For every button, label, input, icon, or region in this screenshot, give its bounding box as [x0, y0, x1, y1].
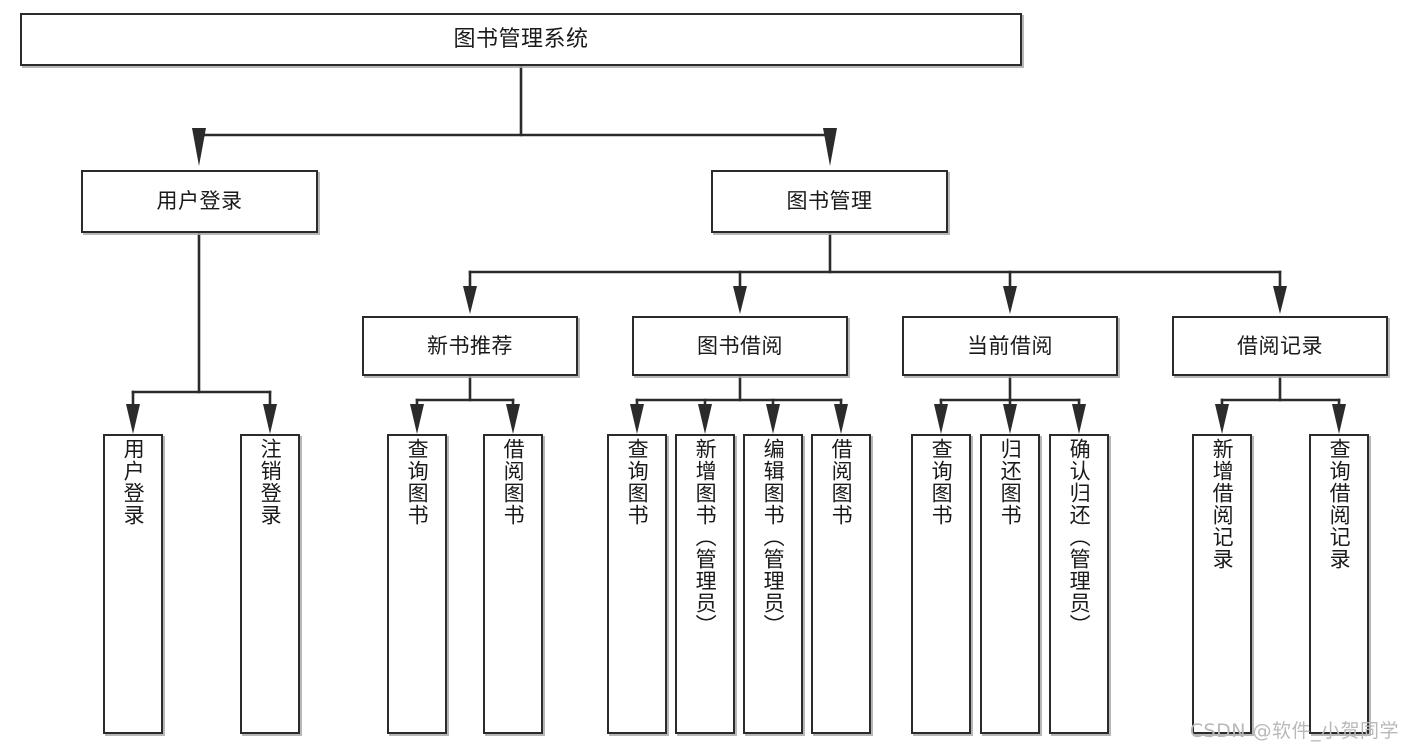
node-leaf-add-borrow-record-label: 新增借阅记录	[1210, 438, 1235, 570]
node-book-borrowing-label: 图书借阅	[697, 333, 783, 358]
node-new-book-recommendation[interactable]: 新书推荐	[362, 316, 578, 376]
node-leaf-borrow-books-rec-label: 借阅图书	[501, 438, 526, 526]
node-leaf-logout-label: 注销登录	[258, 438, 283, 526]
node-leaf-borrow-books[interactable]: 借阅图书	[811, 434, 871, 734]
node-current-borrowing-label: 当前借阅	[967, 333, 1053, 358]
node-current-borrowing[interactable]: 当前借阅	[902, 316, 1118, 376]
node-book-borrowing[interactable]: 图书借阅	[632, 316, 848, 376]
node-leaf-edit-book-admin[interactable]: 编辑图书（管理员）	[743, 434, 803, 734]
node-leaf-query-books-rec[interactable]: 查询图书	[387, 434, 447, 734]
node-new-book-recommendation-label: 新书推荐	[427, 333, 513, 358]
node-user-login[interactable]: 用户登录	[81, 170, 318, 233]
node-leaf-borrow-books-rec[interactable]: 借阅图书	[483, 434, 543, 734]
node-leaf-logout[interactable]: 注销登录	[240, 434, 300, 734]
node-leaf-add-book-admin-label: 新增图书（管理员）	[693, 438, 718, 636]
node-root-label: 图书管理系统	[453, 26, 589, 52]
node-leaf-user-login[interactable]: 用户登录	[103, 434, 163, 734]
node-leaf-add-book-admin[interactable]: 新增图书（管理员）	[675, 434, 735, 734]
node-leaf-return-books-label: 归还图书	[998, 438, 1023, 526]
node-borrow-records-label: 借阅记录	[1237, 333, 1323, 358]
node-user-login-label: 用户登录	[156, 189, 243, 214]
node-leaf-query-books-borrow[interactable]: 查询图书	[607, 434, 667, 734]
node-leaf-borrow-books-label: 借阅图书	[829, 438, 854, 526]
node-book-management-label: 图书管理	[786, 189, 873, 214]
node-leaf-edit-book-admin-label: 编辑图书（管理员）	[761, 438, 786, 636]
node-book-management[interactable]: 图书管理	[711, 170, 948, 233]
node-borrow-records[interactable]: 借阅记录	[1172, 316, 1388, 376]
node-leaf-user-login-label: 用户登录	[121, 438, 146, 526]
node-leaf-add-borrow-record[interactable]: 新增借阅记录	[1192, 434, 1252, 734]
node-leaf-query-books-rec-label: 查询图书	[405, 438, 430, 526]
node-leaf-query-borrow-record-label: 查询借阅记录	[1327, 438, 1352, 570]
watermark: CSDN @软件_小贺同学	[1189, 720, 1399, 742]
node-leaf-query-books-current[interactable]: 查询图书	[911, 434, 971, 734]
node-leaf-query-books-borrow-label: 查询图书	[625, 438, 650, 526]
node-root[interactable]: 图书管理系统	[20, 13, 1022, 66]
node-leaf-confirm-return-admin[interactable]: 确认归还（管理员）	[1049, 434, 1109, 734]
node-leaf-query-books-current-label: 查询图书	[929, 438, 954, 526]
node-leaf-query-borrow-record[interactable]: 查询借阅记录	[1309, 434, 1369, 734]
node-leaf-return-books[interactable]: 归还图书	[980, 434, 1040, 734]
node-leaf-confirm-return-admin-label: 确认归还（管理员）	[1067, 438, 1092, 636]
